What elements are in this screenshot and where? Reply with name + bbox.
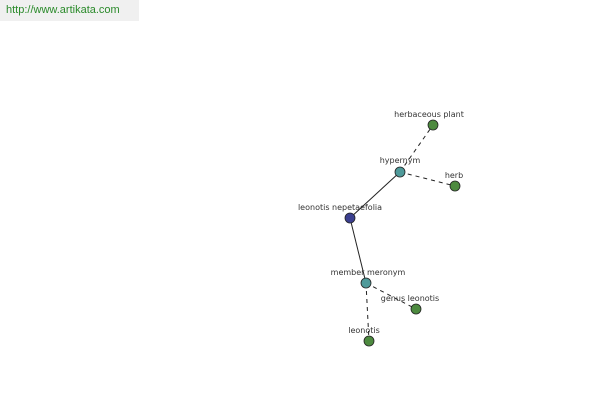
node-label-herbaceous[interactable]: herbaceous plant: [394, 110, 464, 119]
node-label-center[interactable]: leonotis nepetaefolia: [298, 203, 382, 212]
edges-layer: [349, 124, 456, 342]
node-genus[interactable]: [410, 303, 422, 315]
nodes-layer: [344, 119, 461, 347]
node-herb[interactable]: [449, 180, 461, 192]
node-member[interactable]: [360, 277, 372, 289]
node-center[interactable]: [344, 212, 356, 224]
node-label-genus[interactable]: genus leonotis: [381, 294, 439, 303]
edge-member-leonotis: [365, 282, 370, 342]
node-label-leonotis[interactable]: leonotis: [348, 326, 380, 335]
edge-center-hypernym: [349, 171, 401, 219]
node-herbaceous[interactable]: [427, 119, 439, 131]
edge-member-genus: [365, 282, 417, 310]
node-label-herb[interactable]: herb: [445, 171, 463, 180]
labels-layer: leonotis nepetaefolia hypernym herbaceous …: [298, 110, 464, 335]
site-url-link[interactable]: http://www.artikata.com: [0, 0, 139, 21]
edge-hypernym-herbaceous: [399, 124, 434, 173]
node-label-hypernym[interactable]: hypernym: [380, 156, 421, 165]
edge-hypernym-herb: [399, 171, 456, 187]
node-hypernym[interactable]: [394, 166, 406, 178]
edge-center-member: [349, 217, 367, 284]
node-leonotis[interactable]: [363, 335, 375, 347]
node-label-member[interactable]: member meronym: [331, 268, 406, 277]
